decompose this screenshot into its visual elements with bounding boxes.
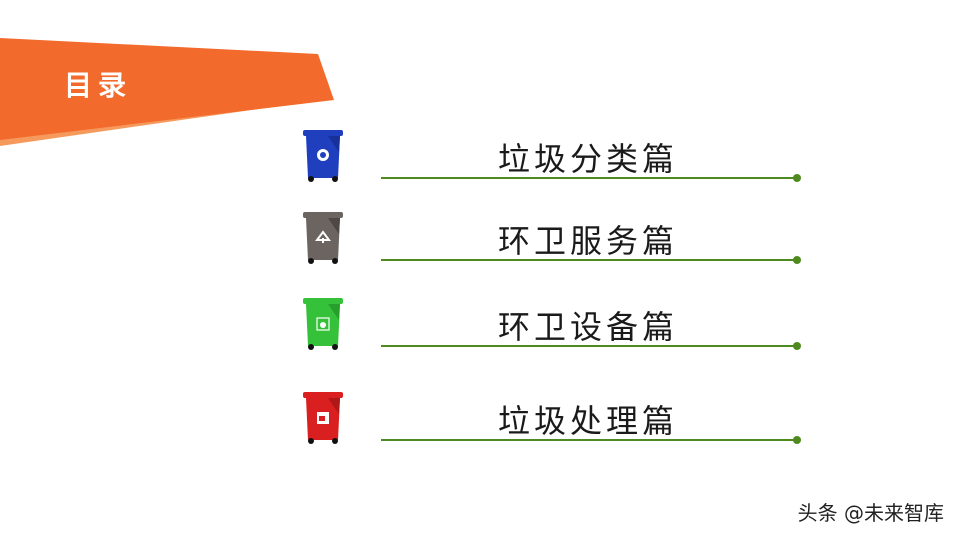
toc-item-4[interactable]: 垃圾处理篇 xyxy=(0,390,960,470)
toc-item-3[interactable]: 环卫设备篇 xyxy=(0,296,960,376)
divider-line xyxy=(381,345,796,347)
toc-item-label: 垃圾分类篇 xyxy=(497,140,678,178)
toc-item-label: 环卫服务篇 xyxy=(497,222,678,260)
watermark: 头条 @未来智库 xyxy=(797,501,944,525)
line-end-dot xyxy=(793,256,801,264)
divider-line xyxy=(381,259,796,261)
divider-line xyxy=(381,439,796,441)
toc-item-label: 垃圾处理篇 xyxy=(497,402,678,440)
toc-item-label: 环卫设备篇 xyxy=(497,308,678,346)
blue-recycle-bin-icon xyxy=(303,130,343,182)
red-hazardous-waste-bin-icon xyxy=(303,392,343,444)
toc-item-2[interactable]: 环卫服务篇 xyxy=(0,210,960,290)
line-end-dot xyxy=(793,342,801,350)
toc-item-1[interactable]: 垃圾分类篇 xyxy=(0,128,960,208)
line-end-dot xyxy=(793,174,801,182)
green-kitchen-waste-bin-icon xyxy=(303,298,343,350)
divider-line xyxy=(381,177,796,179)
gray-other-waste-bin-icon xyxy=(303,212,343,264)
page-title: 目录 xyxy=(64,69,133,102)
line-end-dot xyxy=(793,436,801,444)
